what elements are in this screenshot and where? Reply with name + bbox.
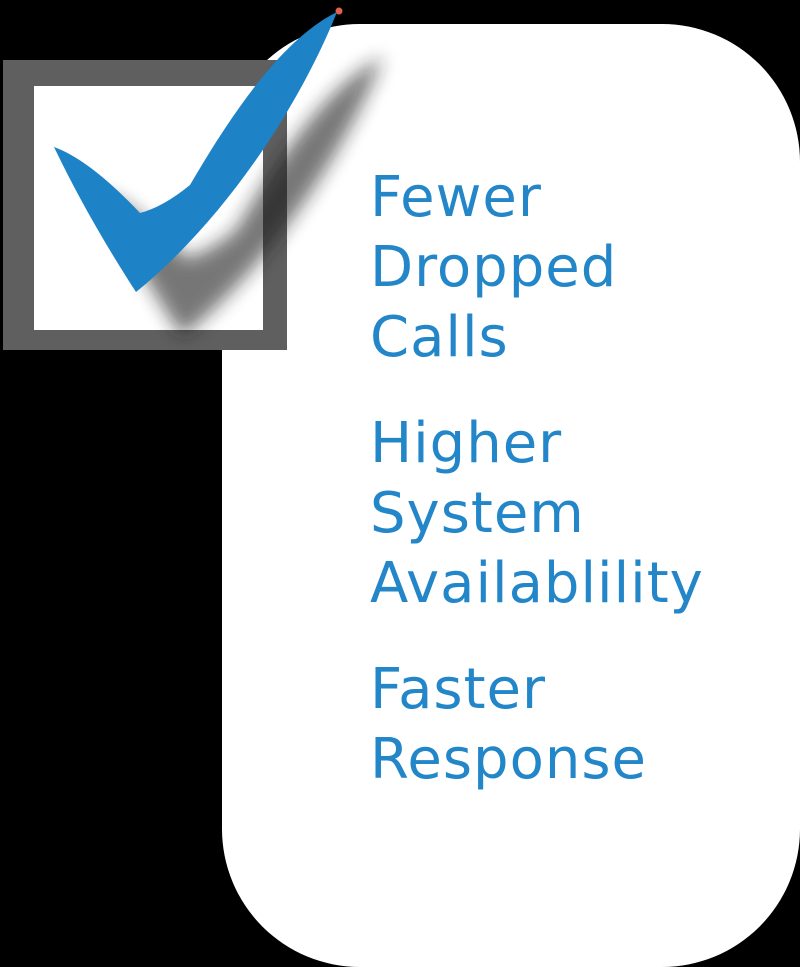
benefits-list: Fewer Dropped Calls Higher System Availa…	[370, 163, 725, 831]
benefit-item-fewer-dropped-calls: Fewer Dropped Calls	[370, 165, 618, 370]
benefit-item-higher-system-availability: Higher System Availablility	[370, 411, 704, 616]
benefit-item-faster-response: Faster Response	[370, 657, 647, 792]
card-background	[222, 24, 800, 967]
check-tip-dot	[335, 7, 343, 15]
